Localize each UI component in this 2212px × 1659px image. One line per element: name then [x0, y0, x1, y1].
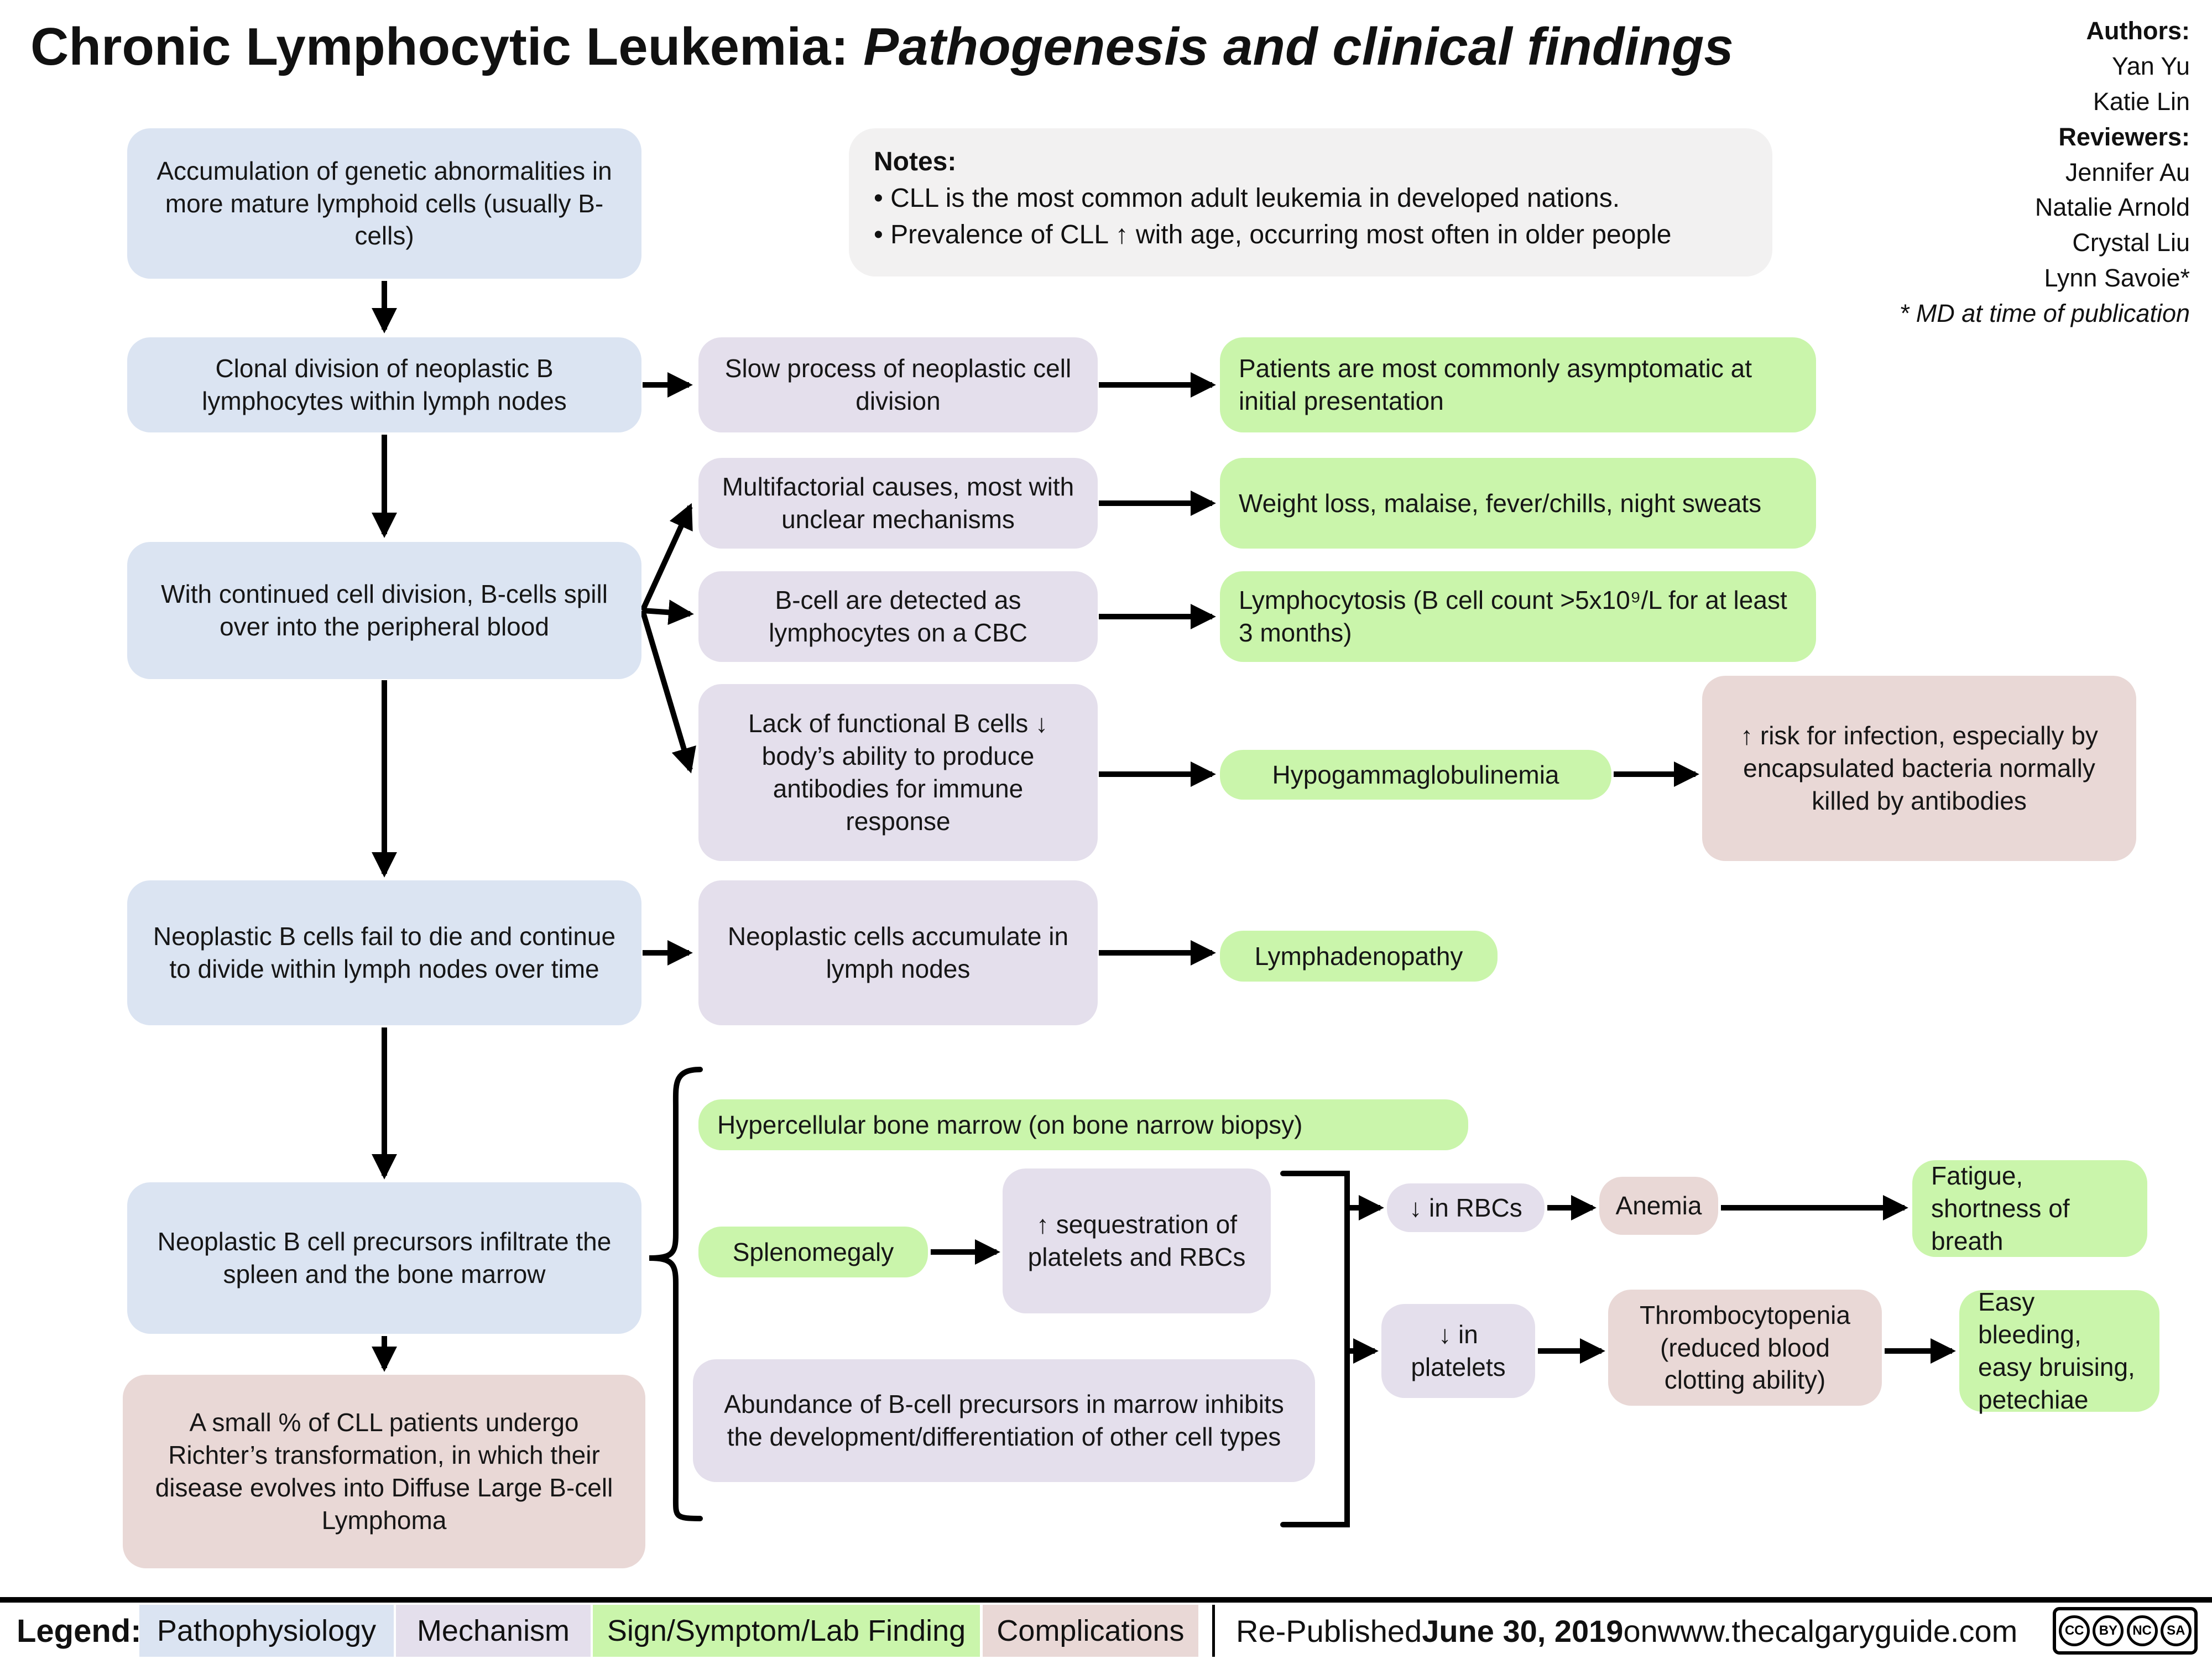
node-weight-loss: Weight loss, malaise, fever/chills, nigh… — [1220, 458, 1816, 549]
node-spill-peripheral-blood: With continued cell division, B-cells sp… — [127, 542, 641, 679]
node-multifactorial-causes: Multifactorial causes, most with unclear… — [698, 458, 1098, 549]
legend-complications: Complications — [983, 1605, 1198, 1657]
republished-prefix: Re-Published — [1236, 1613, 1422, 1648]
legend-divider — [1212, 1605, 1215, 1657]
node-easy-bleeding: Easy bleeding, easy bruising, petechiae — [1959, 1287, 2159, 1414]
creative-commons-badge: CC BY NC SA — [2053, 1607, 2198, 1655]
node-hypogammaglobulinemia: Hypogammaglobulinemia — [1220, 750, 1611, 800]
legend-pathophysiology: Pathophysiology — [139, 1605, 394, 1657]
cc-by-icon: BY — [2093, 1615, 2124, 1646]
legend-separator — [0, 1597, 2212, 1603]
republished-mid: on — [1623, 1613, 1658, 1648]
node-hypercellular-marrow: Hypercellular bone marrow (on bone narro… — [698, 1099, 1468, 1150]
node-fatigue: Fatigue, shortness of breath — [1912, 1160, 2147, 1257]
node-anemia: Anemia — [1599, 1177, 1718, 1235]
node-splenomegaly: Splenomegaly — [698, 1227, 928, 1277]
legend-mechanism: Mechanism — [396, 1605, 591, 1657]
reviewer-name: Jennifer Au — [2065, 158, 2190, 186]
node-thrombocytopenia: Thrombocytopenia (reduced blood clotting… — [1608, 1290, 1882, 1406]
node-lymphocytosis: Lymphocytosis (B cell count >5x10⁹/L for… — [1220, 571, 1816, 662]
node-sequestration: ↑ sequestration of platelets and RBCs — [1003, 1168, 1271, 1313]
credits-block: Authors: Yan Yu Katie Lin Reviewers: Jen… — [1900, 13, 2190, 331]
author-name: Yan Yu — [2112, 51, 2190, 80]
legend-label: Legend: — [17, 1613, 142, 1649]
node-slow-cell-division: Slow process of neoplastic cell division — [698, 337, 1098, 432]
node-richters-transformation: A small % of CLL patients undergo Richte… — [123, 1375, 645, 1568]
republished-date: June 30, 2019 — [1422, 1613, 1624, 1648]
legend-sign-symptom: Sign/Symptom/Lab Finding — [593, 1605, 980, 1657]
notes-box: Notes: • CLL is the most common adult le… — [849, 128, 1772, 276]
reviewer-name: Natalie Arnold — [2034, 193, 2190, 222]
node-abundance-precursors: Abundance of B-cell precursors in marrow… — [693, 1359, 1315, 1482]
reviewer-name: Crystal Liu — [2072, 228, 2190, 257]
notes-item: • CLL is the most common adult leukemia … — [874, 184, 1620, 213]
node-accumulate-lymph-nodes: Neoplastic cells accumulate in lymph nod… — [698, 880, 1098, 1025]
notes-item: • Prevalence of CLL ↑ with age, occurrin… — [874, 220, 1672, 250]
node-asymptomatic: Patients are most commonly asymptomatic … — [1220, 337, 1816, 432]
authors-label: Authors: — [2086, 17, 2190, 45]
node-infection-risk: ↑ risk for infection, especially by enca… — [1702, 676, 2136, 861]
reviewer-name: Lynn Savoie* — [2044, 264, 2190, 293]
page-title: Chronic Lymphocytic Leukemia: Pathogenes… — [30, 17, 1734, 77]
node-clonal-division: Clonal division of neoplastic B lymphocy… — [127, 337, 641, 432]
node-genetic-abnormalities: Accumulation of genetic abnormalities in… — [127, 128, 641, 279]
page-title-main: Chronic Lymphocytic Leukemia: — [30, 17, 864, 76]
reviewers-label: Reviewers: — [2058, 122, 2190, 151]
cc-nc-icon: NC — [2126, 1615, 2158, 1646]
legend-bar: Legend: Pathophysiology Mechanism Sign/S… — [0, 1603, 2212, 1659]
cc-sa-icon: SA — [2160, 1615, 2192, 1646]
node-decreased-rbcs: ↓ in RBCs — [1387, 1183, 1545, 1232]
republished-site: www.thecalgaryguide.com — [1657, 1613, 2018, 1648]
credits-footnote: * MD at time of publication — [1899, 299, 2190, 328]
node-decreased-platelets: ↓ in platelets — [1381, 1304, 1535, 1398]
node-infiltrate-spleen-marrow: Neoplastic B cell precursors infiltrate … — [127, 1182, 641, 1334]
notes-heading: Notes: — [874, 147, 957, 176]
node-lack-functional-bcells: Lack of functional B cells ↓ body’s abil… — [698, 684, 1098, 861]
author-name: Katie Lin — [2093, 87, 2190, 116]
cc-icon: CC — [2059, 1615, 2090, 1646]
node-bcells-on-cbc: B-cell are detected as lymphocytes on a … — [698, 571, 1098, 662]
page-title-subtitle: Pathogenesis and clinical findings — [863, 17, 1734, 76]
node-lymphadenopathy: Lymphadenopathy — [1220, 931, 1498, 982]
node-fail-to-die: Neoplastic B cells fail to die and conti… — [127, 880, 641, 1025]
republished-note: Re-Published June 30, 2019 on www.thecal… — [1236, 1603, 2017, 1659]
